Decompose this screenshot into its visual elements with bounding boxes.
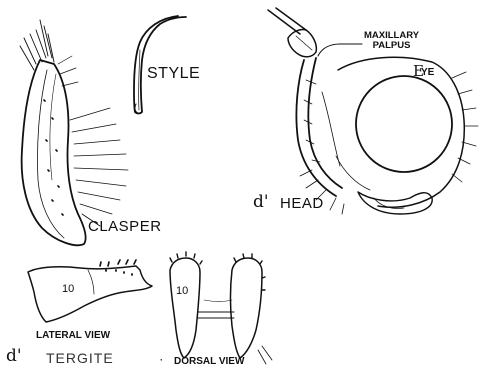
tergite-lateral-drawing: [28, 260, 152, 322]
clasper-label: CLASPER: [88, 219, 162, 234]
segment-number-dorsal: 10: [176, 286, 188, 297]
clasper-drawing: [20, 20, 128, 245]
dorsal-bullet: ·: [160, 356, 163, 365]
dorsal-view-label: DORSAL VIEW: [174, 357, 244, 367]
tergite-dorsal-drawing: [170, 252, 272, 364]
segment-number-lateral: 10: [62, 284, 74, 295]
maxillary-palpus-label: MAXILLARY PALPUS: [364, 31, 419, 51]
eye-label-rest: YE: [421, 68, 434, 78]
head-label: HEAD: [280, 196, 324, 211]
tergite-label: TERGITE: [46, 351, 114, 365]
maxillary-label-line2: PALPUS: [364, 41, 419, 51]
head-male-symbol: d': [253, 194, 269, 211]
lateral-view-label: LATERAL VIEW: [36, 331, 110, 341]
tergite-male-symbol: d': [6, 348, 22, 365]
style-label: STYLE: [147, 66, 200, 82]
